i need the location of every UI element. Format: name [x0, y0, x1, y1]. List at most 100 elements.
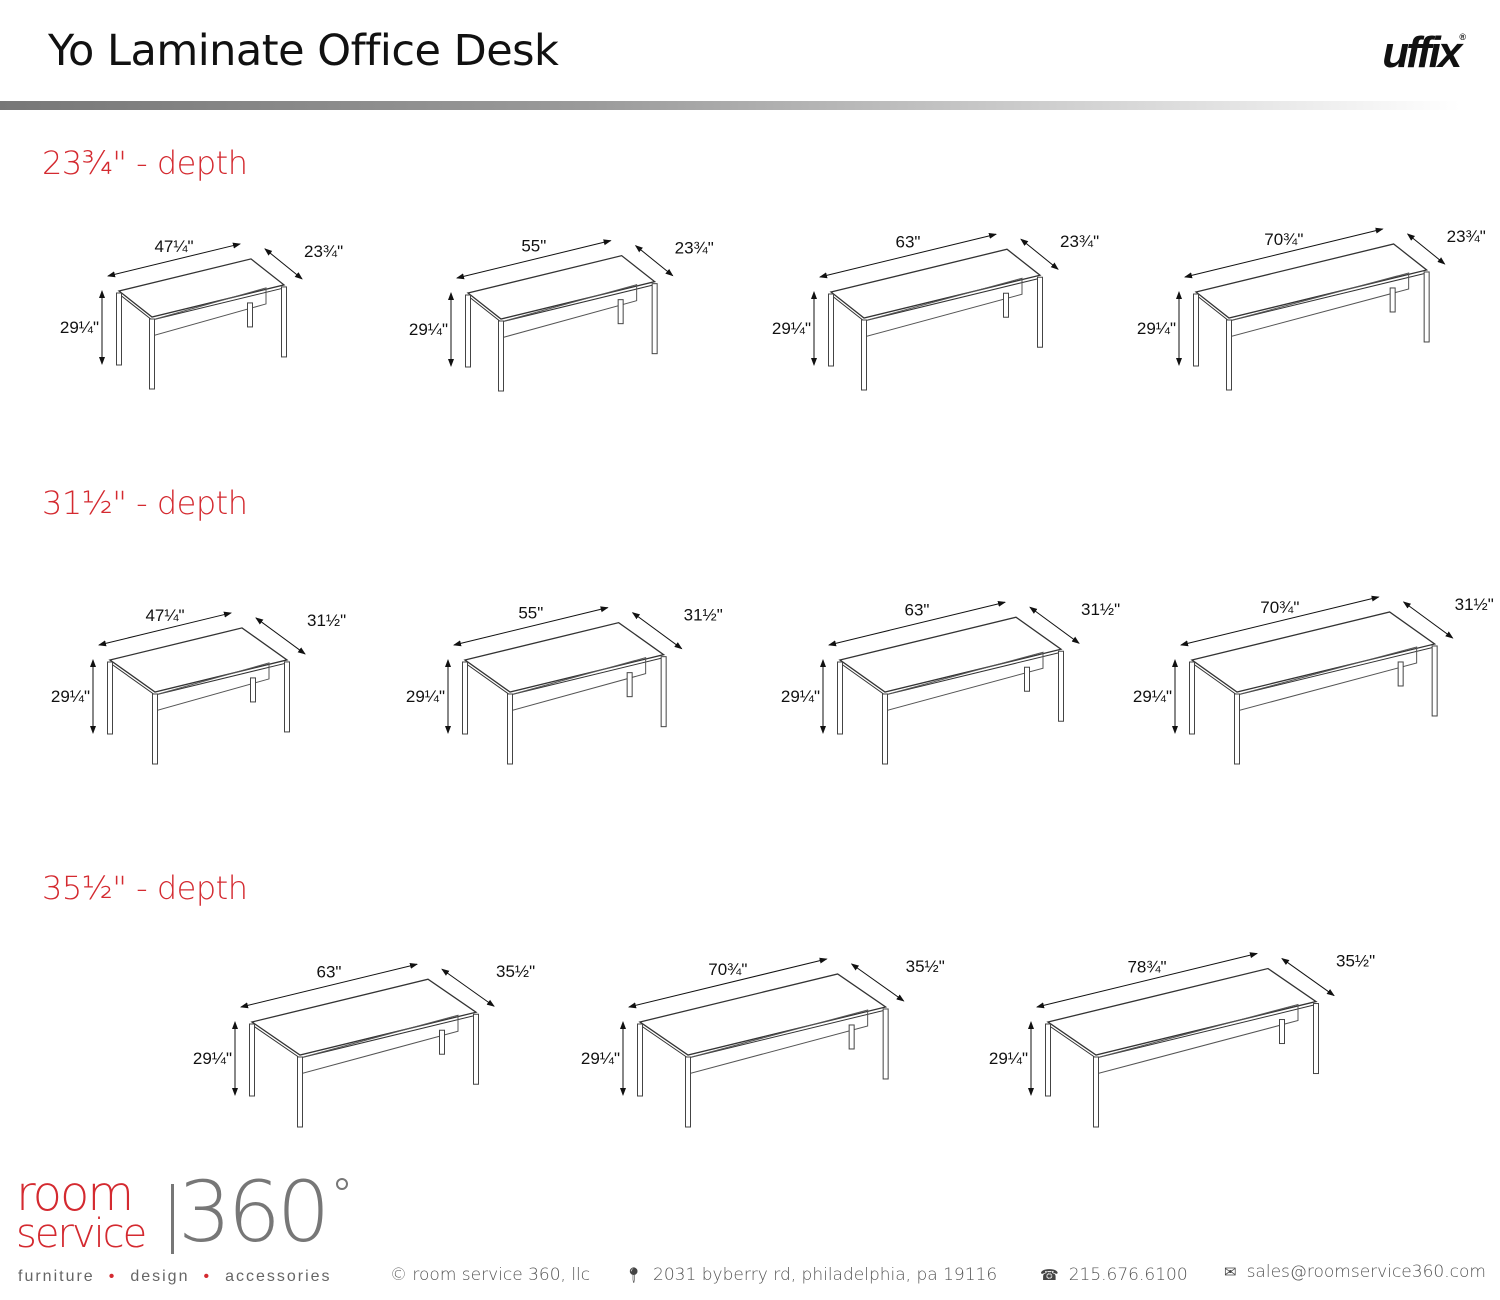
depth-label: 23¾" — [675, 239, 714, 258]
width-label: 47¼" — [145, 606, 184, 625]
depth-dimension-arrow — [255, 617, 306, 655]
desk-leg — [1003, 292, 1009, 318]
map-pin-icon: 📍︎ — [624, 1266, 644, 1284]
copyright: © room service 360, llc — [390, 1265, 590, 1285]
depth-dimension-arrow — [634, 245, 674, 277]
section-heading-depth-2: 31½" - depth — [42, 484, 248, 522]
width-label: 70¾" — [1264, 230, 1303, 249]
width-dimension-arrow — [456, 239, 612, 280]
depth-dimension-arrow — [1406, 233, 1446, 265]
depth-dimension-arrow — [1020, 238, 1059, 270]
desk-edge — [687, 1009, 886, 1059]
desk-leg — [685, 1056, 691, 1128]
width-dimension-arrow — [1184, 227, 1384, 279]
desk-edge — [299, 1014, 477, 1059]
brand-name: uffix — [1382, 28, 1462, 77]
desk-drawing: 47¼"23¾"29¼" — [60, 237, 343, 390]
depth-dimension-arrow — [631, 612, 683, 650]
desk-leg — [626, 672, 633, 698]
desk-leg — [848, 1024, 855, 1050]
depth-label: 31½" — [307, 611, 346, 630]
desk-edge — [464, 662, 511, 696]
logo-room: room — [16, 1166, 134, 1222]
width-label: 63" — [317, 963, 342, 982]
desk-leg — [507, 693, 513, 765]
copyright-text: © room service 360, llc — [390, 1265, 591, 1285]
registered-mark: ® — [1459, 32, 1466, 42]
desk-leg — [152, 693, 158, 765]
desk-edge — [467, 295, 502, 323]
depth-label: 35½" — [906, 957, 945, 976]
desk-leg — [1279, 1019, 1285, 1045]
depth-label: 35½" — [496, 962, 535, 981]
desk-leg — [882, 693, 888, 765]
desk-leg — [297, 1056, 303, 1128]
desk-leg — [1423, 271, 1430, 343]
desk-drawing: 70¾"35½"29¼" — [581, 957, 945, 1128]
height-label: 29¼" — [406, 687, 445, 706]
desk-edge — [1195, 294, 1230, 322]
tagline-design: design — [130, 1268, 190, 1285]
desk-leg — [498, 320, 504, 392]
desk-drawing: 70¾"23¾"29¼" — [1137, 227, 1486, 391]
desk-edge — [118, 293, 153, 321]
tagline-furniture: furniture — [18, 1268, 95, 1285]
address-text: 2031 byberry rd, philadelphia, pa 19116 — [653, 1265, 998, 1285]
desk-leg — [617, 299, 624, 325]
width-label: 78¾" — [1127, 957, 1166, 976]
desk-leg — [1045, 1023, 1051, 1097]
email-link[interactable]: sales@roomservice360.com — [1246, 1262, 1486, 1282]
logo-degree — [336, 1178, 348, 1190]
desk-edge — [830, 294, 865, 322]
desk-leg — [1093, 1056, 1099, 1128]
depth-label: 31½" — [684, 606, 723, 625]
desk-top — [1046, 967, 1318, 1056]
desk-leg — [439, 1029, 445, 1055]
height-label: 29¼" — [989, 1049, 1028, 1068]
desk-edge — [500, 284, 655, 323]
desk-leg — [1193, 293, 1199, 367]
width-dimension-arrow — [98, 611, 232, 647]
height-label: 29¼" — [60, 318, 99, 337]
tagline: furniture•design•accessories — [18, 1268, 332, 1286]
uffix-logo: uffix® — [1382, 28, 1466, 78]
depth-dimension-arrow — [264, 248, 303, 280]
desk-leg — [828, 293, 834, 367]
desk-leg — [462, 661, 468, 735]
width-label: 55" — [521, 236, 546, 255]
height-label: 29¼" — [51, 687, 90, 706]
desk-leg — [882, 1008, 889, 1080]
desk-leg — [473, 1013, 479, 1085]
depth-label: 31½" — [1455, 595, 1494, 614]
phone-text[interactable]: 215.676.6100 — [1068, 1265, 1188, 1285]
width-dimension-arrow — [240, 962, 418, 1009]
desk-edge — [151, 287, 285, 321]
depth-dimension-arrow — [1281, 957, 1335, 997]
bullet: • — [203, 1268, 212, 1285]
desk-drawing: 47¼" 31½" 29¼" — [51, 606, 346, 765]
desk-drawing: 70¾"31½"29¼" — [1133, 595, 1494, 765]
desk-edge — [863, 277, 1041, 322]
desk-edge — [251, 1024, 301, 1059]
desk-leg — [465, 294, 471, 368]
desk-leg — [837, 661, 843, 735]
height-label: 29¼" — [781, 687, 820, 706]
width-dimension-arrow — [107, 242, 241, 278]
desk-leg — [149, 318, 155, 390]
desk-leg — [1234, 693, 1240, 765]
width-dimension-arrow — [453, 606, 609, 647]
depth-label: 23¾" — [1060, 232, 1099, 251]
desk-leg — [281, 286, 287, 358]
desk-edge — [1228, 272, 1427, 322]
desk-leg — [1389, 287, 1396, 313]
desk-leg — [247, 302, 253, 328]
bullet: • — [108, 1268, 117, 1285]
desk-leg — [1226, 319, 1232, 391]
desk-leg — [249, 1023, 255, 1097]
depth-label: 31½" — [1081, 600, 1120, 619]
room-service-360-logo: room service 360 — [16, 1170, 356, 1260]
desk-edge — [509, 657, 664, 696]
width-label: 63" — [905, 601, 930, 620]
height-label: 29¼" — [1137, 319, 1176, 338]
width-label: 63" — [896, 233, 921, 252]
